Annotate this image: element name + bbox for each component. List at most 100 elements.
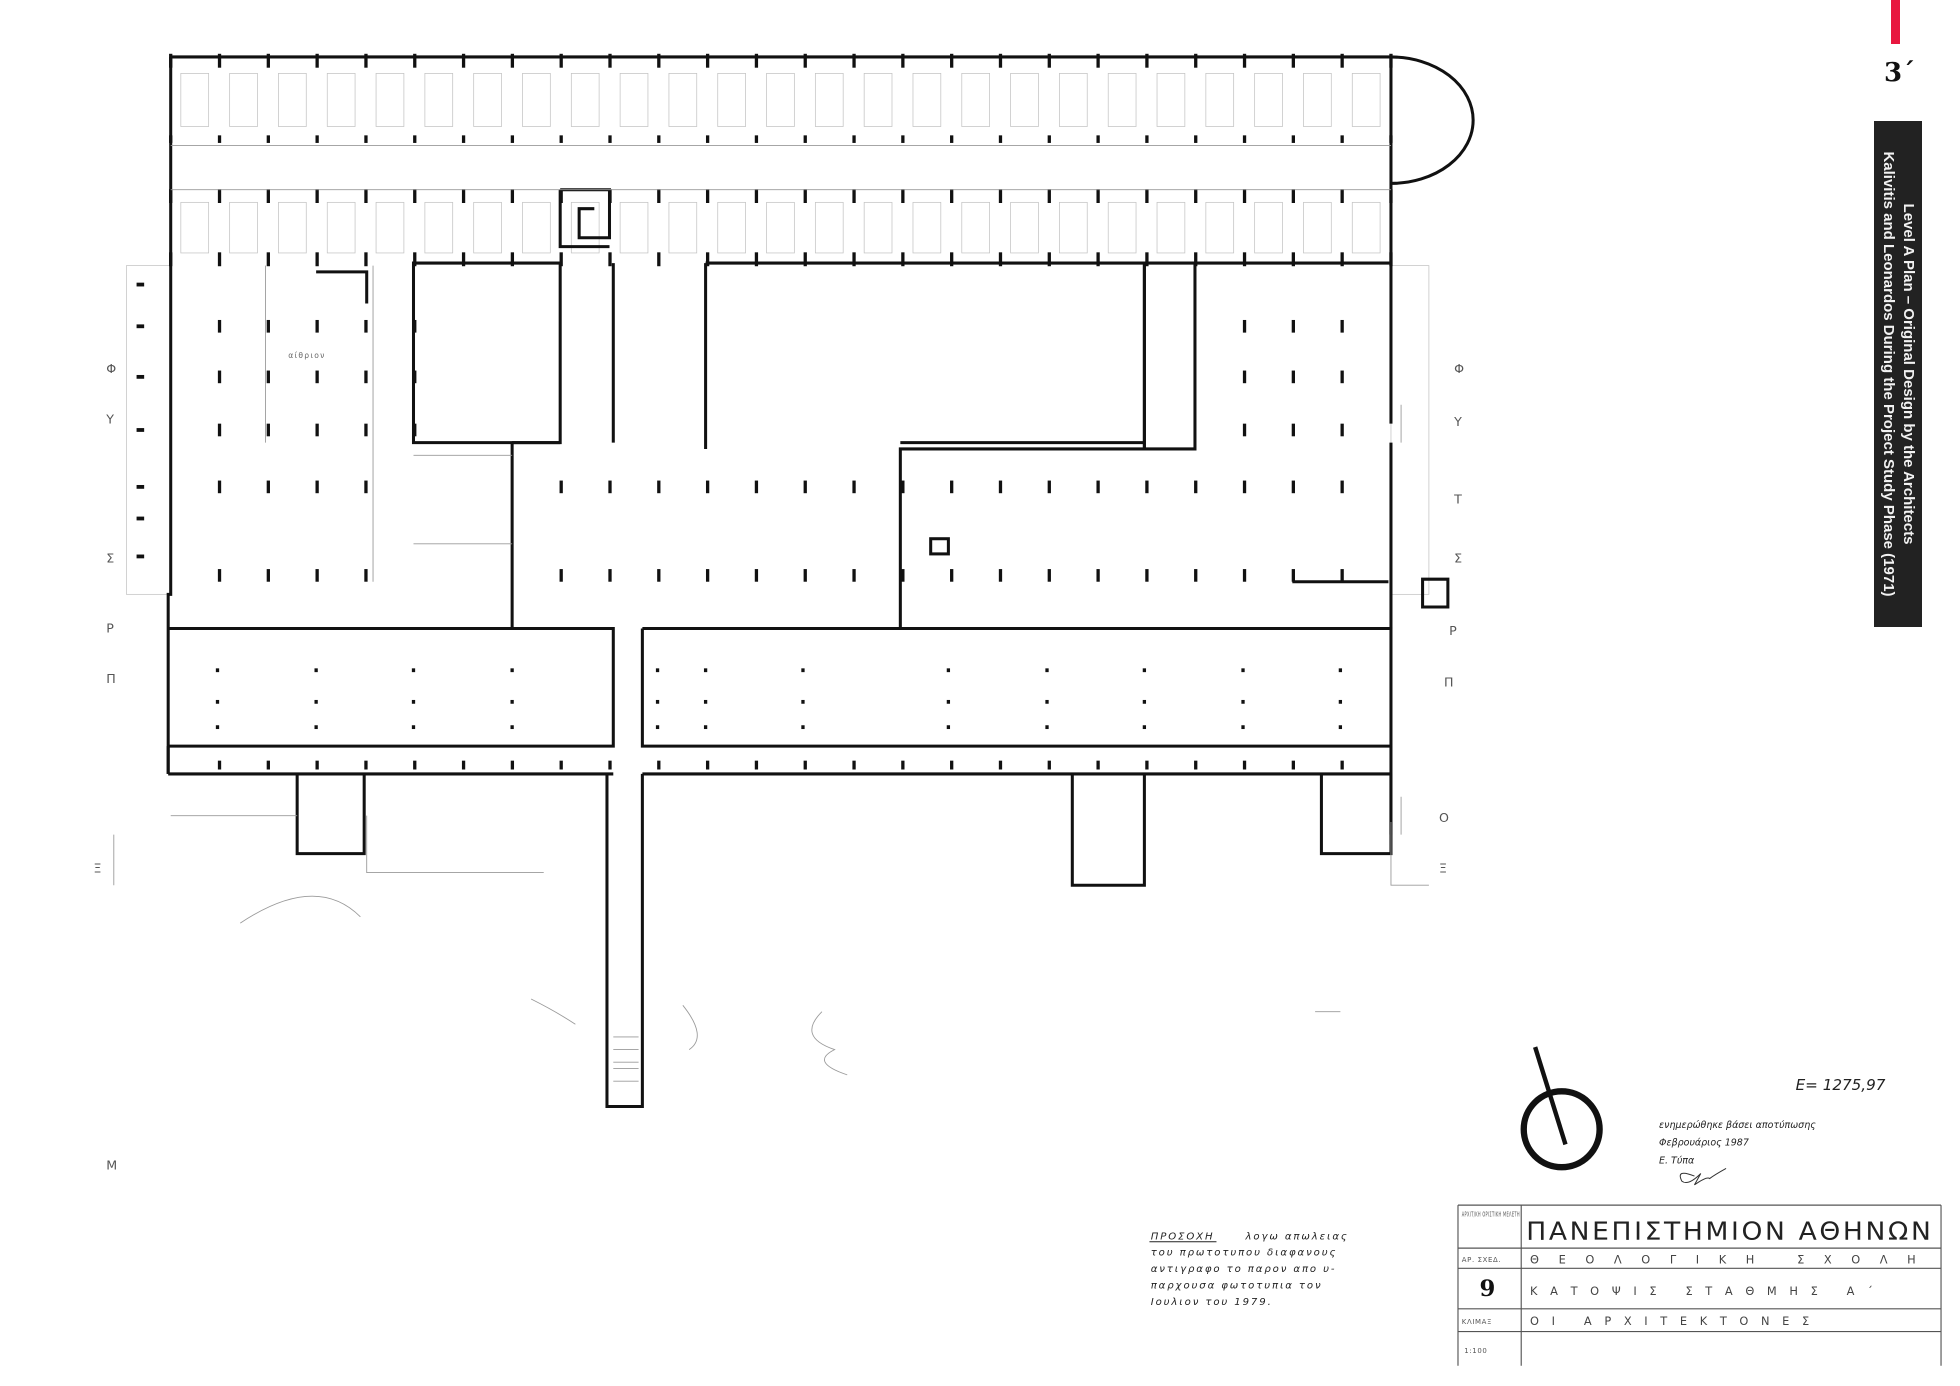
- column-marker: [559, 135, 563, 143]
- column-marker: [559, 569, 563, 582]
- column-marker: [315, 252, 319, 267]
- column-marker: [1194, 569, 1198, 582]
- column-marker: [657, 760, 661, 770]
- column-marker: [217, 252, 222, 267]
- column-marker: [1338, 725, 1343, 730]
- window-panel: [229, 201, 258, 254]
- column-marker: [136, 484, 145, 489]
- column-marker: [754, 53, 759, 68]
- column-marker: [1047, 252, 1051, 267]
- column-marker: [754, 252, 759, 267]
- warning-line: παρχουσα φωτοτυπια τον: [1151, 1281, 1323, 1292]
- grid-letter: Ξ: [94, 861, 102, 876]
- column-marker: [1340, 135, 1344, 143]
- grid-letter: Π: [106, 671, 116, 686]
- column-marker: [1340, 569, 1344, 582]
- column-marker: [998, 189, 1003, 203]
- window-panel: [863, 73, 893, 127]
- spine-corridor: [605, 773, 644, 1109]
- grid-letter: Ξ: [1439, 861, 1447, 876]
- column-marker: [901, 252, 905, 267]
- window-panel: [619, 73, 649, 127]
- column-marker: [217, 53, 222, 68]
- column-marker: [657, 189, 661, 203]
- column-marker: [266, 252, 270, 267]
- stair-block: [1142, 261, 1391, 451]
- column-marker: [608, 569, 612, 582]
- column-marker: [998, 53, 1003, 68]
- window-panel: [1059, 73, 1088, 127]
- window-panel: [717, 73, 746, 127]
- window-panel: [668, 73, 698, 127]
- grid-letter: Υ: [1453, 414, 1462, 429]
- column-marker: [364, 569, 368, 582]
- grid-letter: Π: [1444, 675, 1454, 690]
- window-panel: [766, 201, 795, 254]
- column-marker: [1338, 699, 1343, 704]
- column-marker: [215, 725, 220, 730]
- update-note-line: Ε. Τύπα: [1659, 1155, 1695, 1166]
- window-panel: [1351, 201, 1381, 254]
- column-marker: [803, 760, 807, 770]
- column-marker: [364, 189, 368, 203]
- window-panel: [814, 73, 844, 127]
- window-panel: [1351, 73, 1381, 127]
- column-marker: [901, 760, 905, 770]
- column-marker: [1242, 480, 1247, 494]
- column-marker: [364, 252, 368, 267]
- column-marker: [315, 135, 319, 143]
- column-marker: [559, 53, 563, 68]
- window-panel: [1303, 201, 1332, 254]
- column-marker: [1047, 53, 1051, 68]
- column-marker: [657, 569, 661, 582]
- column-marker: [1242, 423, 1247, 437]
- column-marker: [1096, 135, 1100, 143]
- column-marker: [510, 135, 515, 143]
- window-panel: [766, 73, 795, 127]
- window-panel: [912, 201, 942, 254]
- column-marker: [657, 135, 661, 143]
- column-marker: [901, 135, 905, 143]
- window-panel: [863, 201, 893, 254]
- window-panel: [1156, 73, 1186, 127]
- column-marker: [364, 423, 368, 437]
- bay-middle: [1070, 773, 1146, 887]
- column-marker: [608, 480, 612, 494]
- window-panel: [619, 201, 649, 254]
- window-panel: [278, 201, 307, 254]
- column-marker: [1340, 53, 1344, 68]
- warning-note: ΠΡΟΣΟΧΗ λογω απωλειας του πρωτοτυπου δια…: [1149, 1231, 1347, 1308]
- column-marker: [217, 480, 222, 494]
- room-label: αίθριον: [288, 351, 325, 360]
- column-marker: [1340, 252, 1344, 267]
- column-marker: [1145, 760, 1149, 770]
- column-markers: [136, 53, 1393, 770]
- column-marker: [801, 668, 805, 673]
- column-marker: [266, 135, 270, 143]
- central-block: [704, 261, 1146, 629]
- column-marker: [461, 53, 466, 68]
- column-marker: [1340, 480, 1344, 494]
- column-marker: [136, 282, 145, 287]
- signature: [1679, 1168, 1727, 1186]
- apse-wall: [1390, 55, 1475, 185]
- grid-letter: Ο: [1439, 810, 1449, 825]
- column-marker: [946, 668, 951, 673]
- column-marker: [754, 760, 759, 770]
- window-panel: [326, 73, 356, 127]
- column-marker: [315, 370, 319, 384]
- window-panel: [1010, 201, 1039, 254]
- column-marker: [1096, 252, 1100, 267]
- column-marker: [1145, 480, 1149, 494]
- column-marker: [1242, 189, 1247, 203]
- side-caption-text: Level A Plan – Original Design by the Ar…: [1878, 124, 1918, 624]
- grid-letter: Υ: [105, 412, 114, 427]
- scale-reference: Ε= 1275,97: [1796, 1076, 1886, 1094]
- window-panel: [1059, 201, 1088, 254]
- column-marker: [364, 370, 368, 384]
- title-block: ΑΡΧΙΤ/ΚΗ ΟΡΙΣΤΙΚΗ ΜΕΛΕΤΗ ΑΡ. ΣΧΕΔ. 9 ΚΛΙ…: [1457, 1204, 1942, 1366]
- hall-block: [411, 261, 562, 445]
- column-marker: [1142, 699, 1147, 704]
- window-panel: [570, 73, 600, 127]
